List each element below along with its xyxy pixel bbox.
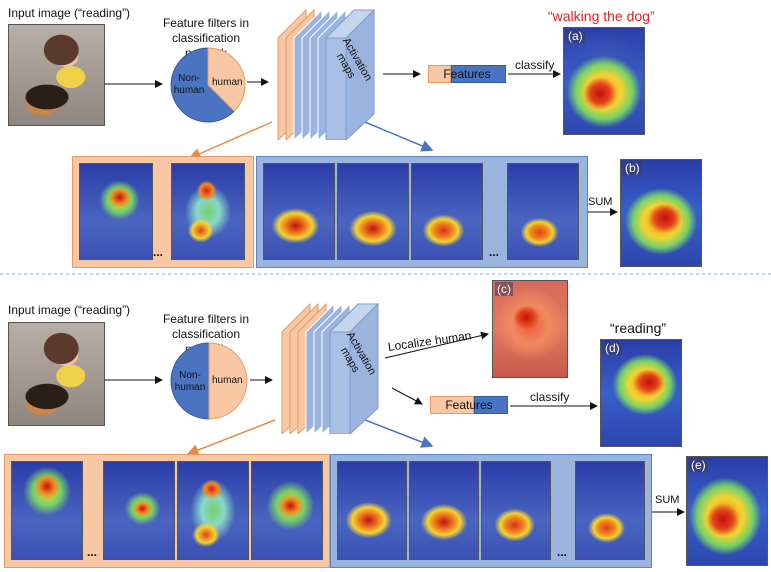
- heatmap-nonhuman-b3: [481, 461, 551, 560]
- activation-maps-stack-2: Activation maps: [278, 296, 388, 434]
- heatmap-nonhuman-2: [337, 163, 409, 260]
- heatmap-b: (b): [620, 159, 702, 267]
- label-e: (e): [689, 458, 708, 472]
- features-label-2: Features: [445, 398, 493, 412]
- ellipsis-nonhuman-bottom: ...: [557, 545, 568, 559]
- pie-slice-human: [207, 47, 246, 112]
- heatmap-human-b2: [103, 461, 175, 560]
- pie-slice-human-2: [208, 342, 248, 420]
- filter-pie-chart: Non- human human: [170, 47, 246, 123]
- pie-label-nonhuman: Non- human: [172, 73, 206, 97]
- input-label-2: Input image (“reading”): [8, 303, 131, 317]
- ellipsis-nonhuman-top: ...: [489, 245, 500, 259]
- pie-label-nonhuman-1: Non-: [178, 73, 200, 84]
- pie-label-human-bottom: human: [212, 375, 243, 386]
- filter-pie-chart-2: Non- human human: [170, 342, 248, 420]
- arrow-maps-to-blue-panel: [359, 119, 434, 152]
- features-label: Features: [443, 67, 491, 81]
- input-image: [8, 24, 105, 126]
- features-box-nonhuman-part: [450, 65, 506, 83]
- label-b: (b): [623, 161, 642, 175]
- pie-slice-nonhuman-2: [170, 342, 210, 420]
- human-filter-maps-panel: ...: [72, 156, 254, 268]
- heatmap-human-b1: [11, 461, 83, 560]
- nonhuman-filter-maps-panel: ...: [256, 156, 588, 268]
- pie-label-nonhuman-bottom-2: human: [174, 382, 206, 393]
- pie-label-nonhuman-bottom-1: Non-: [179, 370, 201, 381]
- heatmap-human-2: [171, 163, 245, 260]
- result-caption-reading: “reading”: [610, 320, 667, 336]
- heatmap-human-b4: [251, 461, 323, 560]
- label-a: (a): [566, 29, 585, 43]
- pie-label-nonhuman-bottom: Non- human: [173, 370, 207, 394]
- pie-slice-nonhuman: [170, 47, 235, 123]
- classify-label: classify: [515, 58, 555, 72]
- input-image-2: [8, 322, 105, 426]
- sum-label-bottom: SUM: [655, 494, 680, 506]
- heatmap-d: (d): [600, 339, 682, 447]
- heatmap-c: (c): [492, 280, 568, 378]
- filter-pie-svg: [170, 47, 246, 123]
- heatmap-human-1: [79, 163, 153, 260]
- features-box-human-part: [428, 65, 451, 83]
- human-filter-maps-panel-2: ...: [4, 454, 330, 568]
- pie-label-nonhuman-2: human: [173, 85, 205, 96]
- features-box-2: Features: [430, 396, 508, 414]
- nonhuman-filter-maps-panel-2: ...: [330, 454, 652, 568]
- classify-label-2: classify: [530, 390, 570, 404]
- arrow-maps-to-orange-panel-2: [186, 419, 276, 456]
- heatmap-human-b3: [177, 461, 249, 560]
- heatmap-nonhuman-3: [411, 163, 483, 260]
- heatmap-nonhuman-1: [263, 163, 335, 260]
- heatmap-nonhuman-4: [507, 163, 579, 260]
- filters-label-2-line1: Feature filters in: [162, 312, 250, 326]
- label-d: (d): [603, 341, 622, 355]
- arrow-maps-to-features-2: [391, 387, 423, 405]
- activation-maps-svg-2: [281, 302, 380, 434]
- label-c: (c): [495, 282, 513, 296]
- heatmap-a: (a): [563, 27, 645, 135]
- heatmap-nonhuman-b4: [575, 461, 645, 560]
- features-box-2-nonhuman-part: [473, 396, 508, 414]
- sum-label-top: SUM: [588, 196, 613, 208]
- heatmap-nonhuman-b1: [337, 461, 407, 560]
- activation-maps-svg: [277, 8, 376, 140]
- filters-label-line1: Feature filters in: [162, 16, 250, 30]
- arrow-maps-to-localize: [384, 331, 489, 359]
- result-caption-walking: “walking the dog”: [548, 8, 655, 24]
- arrow-maps-to-blue-panel-2: [359, 417, 434, 448]
- features-box: Features: [428, 65, 506, 83]
- features-box-2-human-part: [430, 396, 474, 414]
- ellipsis-human-top: ...: [153, 245, 164, 259]
- filter-pie-svg-2: [170, 342, 248, 420]
- activation-maps-stack: Activation maps: [274, 2, 384, 140]
- arrow-maps-to-orange-panel: [188, 121, 273, 160]
- heatmap-nonhuman-b2: [409, 461, 479, 560]
- pie-label-human: human: [212, 77, 243, 88]
- input-label: Input image (“reading”): [8, 6, 131, 20]
- heatmap-e: (e): [686, 456, 768, 566]
- ellipsis-human-bottom: ...: [87, 545, 98, 559]
